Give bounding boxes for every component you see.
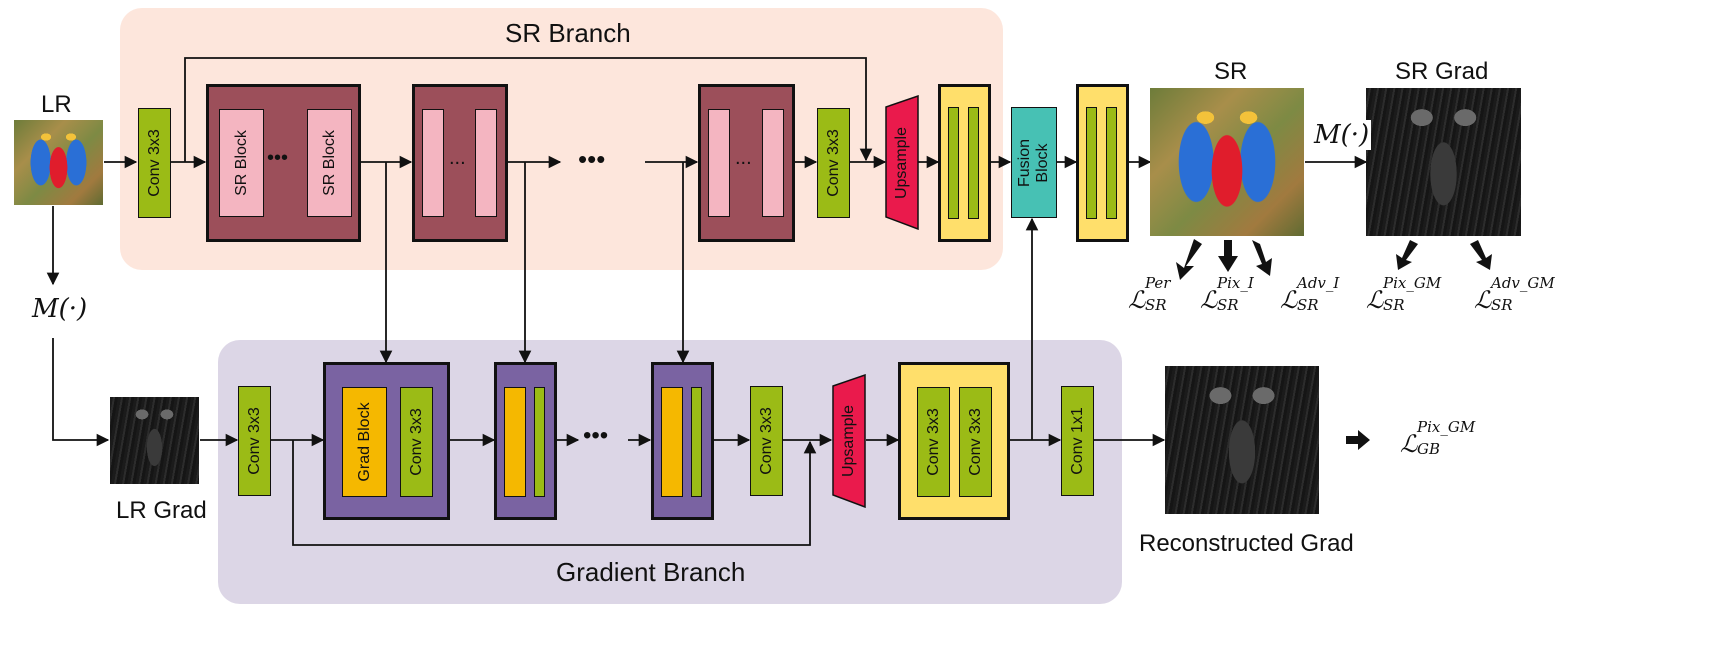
grad-conv1x1: Conv 1x1	[1061, 386, 1094, 496]
grad-conv3x3-output-label: Conv 3x3	[757, 407, 775, 475]
fusion-block-label: Fusion Block	[1016, 138, 1051, 187]
grad-yellow-conv-b: Conv 3x3	[959, 387, 992, 497]
grad-block-1: Grad Block	[342, 387, 387, 497]
lr-grad-image	[110, 397, 199, 484]
m-operator-left: M(·)	[32, 294, 88, 324]
fusion-yellow-conv-block	[1076, 84, 1129, 242]
sr-block-group-2-dots: ...	[449, 147, 466, 169]
sr-block-2a	[422, 109, 444, 217]
sr-label: SR	[1214, 58, 1248, 85]
sr-grad-label: SR Grad	[1395, 58, 1489, 85]
sr-conv3x3-output-label: Conv 3x3	[824, 129, 842, 197]
sr-block-group-1-dots: •••	[267, 147, 289, 169]
grad-yellow-conv-b-label: Conv 3x3	[966, 408, 984, 476]
grad-block-n-conv	[691, 387, 702, 497]
loss-arrow-adv	[1252, 240, 1272, 276]
arrow-m-to-lrgrad	[52, 338, 110, 447]
grad-upsample-label: Upsample	[840, 404, 857, 478]
grad-yellow-conv-a: Conv 3x3	[917, 387, 950, 497]
sr-block-1a-label: SR Block	[232, 130, 250, 196]
grad-conv3x3-input-label: Conv 3x3	[245, 407, 263, 475]
sr-yellow-inner-a	[948, 107, 959, 219]
fusion-block: Fusion Block	[1011, 107, 1057, 218]
grad-conv3x3-input: Conv 3x3	[238, 386, 271, 496]
grad-yellow-conv-a-label: Conv 3x3	[924, 408, 942, 476]
grad-block-2	[504, 387, 526, 497]
grad-block-n	[661, 387, 683, 497]
sr-skip-connection	[184, 57, 873, 162]
sr-upsample-block	[885, 95, 919, 230]
gradient-branch-title: Gradient Branch	[556, 557, 746, 587]
sr-block-nb	[762, 109, 784, 217]
grad-block-1-label: Grad Block	[355, 402, 373, 482]
sr-conv3x3-input-label: Conv 3x3	[145, 129, 163, 197]
loss-sr-adv-gm: ℒ Adv_GM SR	[1474, 274, 1555, 314]
sr-image	[1150, 88, 1304, 236]
sr-conv3x3-input: Conv 3x3	[138, 108, 171, 218]
sr-block-1a: SR Block	[219, 109, 264, 217]
sr-block-group-1: SR Block ••• SR Block	[206, 84, 361, 242]
sr-grad-image	[1366, 88, 1521, 236]
sr-branch-dots: •••	[578, 144, 606, 174]
sr-conv3x3-output: Conv 3x3	[817, 108, 850, 218]
loss-sr-pix-gm: ℒ Pix_GM SR	[1366, 274, 1442, 314]
sr-block-na	[708, 109, 730, 217]
loss-arrow-grad-adv	[1470, 240, 1492, 270]
sr-upsample-label-box: Upsample	[885, 95, 919, 230]
grad-block-2-conv	[534, 387, 545, 497]
grad-upsample-label-box: Upsample	[832, 374, 866, 508]
loss-arrow-grad-pix	[1396, 240, 1418, 270]
grad-branch-dots: •••	[583, 422, 609, 449]
grad-block-1-conv: Conv 3x3	[400, 387, 433, 497]
sr-yellow-inner-b	[968, 107, 979, 219]
fusion-yellow-inner-a	[1086, 107, 1097, 219]
sr-block-group-n: ...	[698, 84, 795, 242]
loss-sr-per: ℒ Per SR	[1128, 274, 1171, 314]
loss-arrow-pix	[1218, 240, 1238, 272]
sr-block-1b: SR Block	[307, 109, 352, 217]
sr-block-group-n-dots: ...	[735, 147, 752, 169]
grad-yellow-conv-block: Conv 3x3 Conv 3x3	[898, 362, 1010, 520]
lr-grad-label: LR Grad	[116, 497, 207, 524]
grad-conv1x1-label: Conv 1x1	[1068, 407, 1086, 475]
grad-block-group-2	[494, 362, 557, 520]
reconstructed-grad-image	[1165, 366, 1319, 514]
loss-sr-adv-i: ℒ Adv_I SR	[1280, 274, 1340, 314]
reconstructed-grad-label: Reconstructed Grad	[1139, 530, 1354, 557]
grad-block-group-1: Grad Block Conv 3x3	[323, 362, 450, 520]
loss-sr-pix-i: ℒ Pix_I SR	[1200, 274, 1254, 314]
loss-arrow-per	[1176, 239, 1202, 280]
loss-gb-pix-gm: ℒ Pix_GM GB	[1400, 418, 1476, 458]
gradient-skip-connection	[292, 440, 817, 546]
sr-block-1b-label: SR Block	[320, 130, 338, 196]
grad-conv3x3-output: Conv 3x3	[750, 386, 783, 496]
grad-block-1-conv-label: Conv 3x3	[407, 408, 425, 476]
sr-yellow-conv-block	[938, 84, 991, 242]
sr-block-2b	[475, 109, 497, 217]
loss-arrow-gb	[1346, 430, 1370, 450]
grad-block-group-n	[651, 362, 714, 520]
sr-upsample-label: Upsample	[893, 126, 910, 199]
fusion-yellow-inner-b	[1106, 107, 1117, 219]
sr-branch-title: SR Branch	[505, 18, 631, 48]
lr-image	[14, 120, 103, 205]
grad-upsample-block	[832, 374, 866, 508]
lr-label: LR	[41, 91, 72, 118]
sr-block-group-2: ...	[412, 84, 508, 242]
m-operator-right: M(·)	[1312, 120, 1372, 150]
